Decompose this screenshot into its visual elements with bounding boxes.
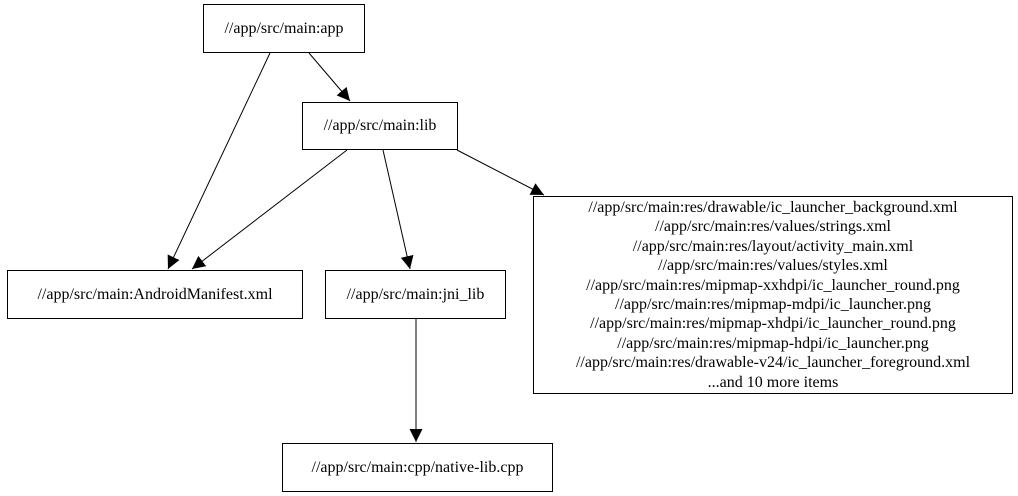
node-lib: //app/src/main:lib xyxy=(302,102,458,150)
edge-app-to-lib xyxy=(308,52,351,102)
edge-lib-to-manifest xyxy=(191,149,348,270)
resource-line: //app/src/main:res/mipmap-hdpi/ic_launch… xyxy=(617,334,929,352)
resource-line: //app/src/main:res/values/strings.xml xyxy=(655,218,891,236)
resource-line: //app/src/main:res/mipmap-xhdpi/ic_launc… xyxy=(590,315,956,333)
edge-app-to-manifest xyxy=(167,52,271,270)
resource-line: //app/src/main:res/values/styles.xml xyxy=(658,257,888,275)
resource-line-more: ...and 10 more items xyxy=(707,373,839,391)
resource-line: //app/src/main:res/mipmap-mdpi/ic_launch… xyxy=(615,296,931,313)
node-native-lib-cpp-label: //app/src/main:cpp/native-lib.cpp xyxy=(311,458,524,476)
resource-line: //app/src/main:res/drawable-v24/ic_launc… xyxy=(575,354,971,372)
node-lib-label: //app/src/main:lib xyxy=(323,117,437,135)
resource-line: //app/src/main:res/layout/activity_main.… xyxy=(632,237,914,255)
node-jni-lib-label: //app/src/main:jni_lib xyxy=(346,285,485,303)
node-android-manifest-label: //app/src/main:AndroidManifest.xml xyxy=(37,285,273,303)
node-resources-group: //app/src/main:res/drawable/ic_launcher_… xyxy=(533,196,1013,394)
node-app-label: //app/src/main:app xyxy=(224,19,344,37)
resource-line: //app/src/main:res/drawable/ic_launcher_… xyxy=(588,198,958,216)
edge-lib-to-res_group xyxy=(456,149,545,196)
node-android-manifest: //app/src/main:AndroidManifest.xml xyxy=(7,270,303,319)
edge-lib-to-jni_lib xyxy=(382,149,414,270)
node-app: //app/src/main:app xyxy=(203,4,365,53)
node-native-lib-cpp: //app/src/main:cpp/native-lib.cpp xyxy=(282,443,553,492)
node-jni-lib: //app/src/main:jni_lib xyxy=(325,270,506,319)
resource-line: //app/src/main:res/mipmap-xxhdpi/ic_laun… xyxy=(586,276,960,294)
